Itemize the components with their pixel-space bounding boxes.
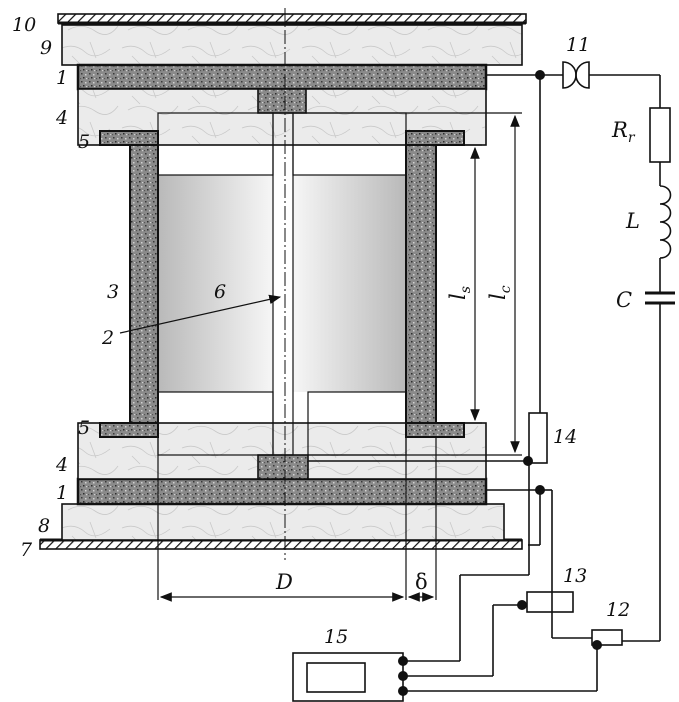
label-10: 10 (12, 14, 36, 36)
label-4-bottom: 4 (55, 454, 68, 476)
oscilloscope-screen (306, 662, 366, 693)
symbol-D: D (275, 570, 293, 594)
label-2: 2 (101, 327, 114, 349)
bottom-left-flange (99, 422, 159, 438)
chamber-left (158, 175, 273, 392)
label-5-bottom: 5 (78, 417, 90, 439)
bottom-support (39, 538, 523, 550)
symbol-ls: ls (446, 286, 474, 300)
symbol-delta: δ (415, 570, 428, 594)
symbol-inductor: L (625, 209, 640, 233)
top-granite-block (61, 24, 523, 66)
spark-gap (562, 61, 577, 89)
symbol-lc: lc (486, 285, 514, 300)
resistor (649, 107, 671, 163)
label-5-top: 5 (78, 131, 90, 153)
dimension-ls (436, 144, 482, 424)
label-1-top: 1 (56, 67, 68, 89)
label-13: 13 (563, 565, 587, 587)
label-9: 9 (40, 37, 52, 59)
label-4-top: 4 (55, 107, 68, 129)
leader-6 (119, 294, 282, 334)
bottom-electrode-boss (257, 454, 309, 480)
voltage-probe (528, 412, 548, 464)
top-right-flange (405, 130, 465, 146)
label-11: 11 (566, 34, 590, 56)
label-7: 7 (20, 539, 33, 561)
oscilloscope (292, 652, 404, 702)
optical-sensor (526, 591, 574, 613)
label-15: 15 (324, 626, 348, 648)
label-12: 12 (606, 599, 630, 621)
inductor (659, 185, 672, 259)
right-wall (405, 144, 437, 424)
label-3: 3 (107, 281, 119, 303)
chamber-right (293, 175, 406, 392)
bottom-granite-block (61, 503, 505, 541)
top-support (57, 13, 527, 25)
top-left-flange (99, 130, 159, 146)
top-electrode-boss (257, 88, 307, 114)
left-wall (129, 144, 159, 424)
label-6: 6 (214, 281, 226, 303)
circuit (292, 61, 675, 702)
central-wire (272, 112, 294, 456)
symbol-resistor: Rr (611, 118, 636, 146)
bottom-right-flange (405, 422, 465, 438)
bottom-electrode-plate (76, 477, 488, 506)
dimension-lc (306, 112, 522, 456)
top-electrode-plate (76, 63, 488, 91)
symbol-capacitor: C (616, 288, 632, 312)
label-14: 14 (553, 426, 577, 448)
label-8: 8 (38, 515, 50, 537)
dimension-D (157, 437, 437, 602)
label-1-bottom: 1 (56, 482, 68, 504)
